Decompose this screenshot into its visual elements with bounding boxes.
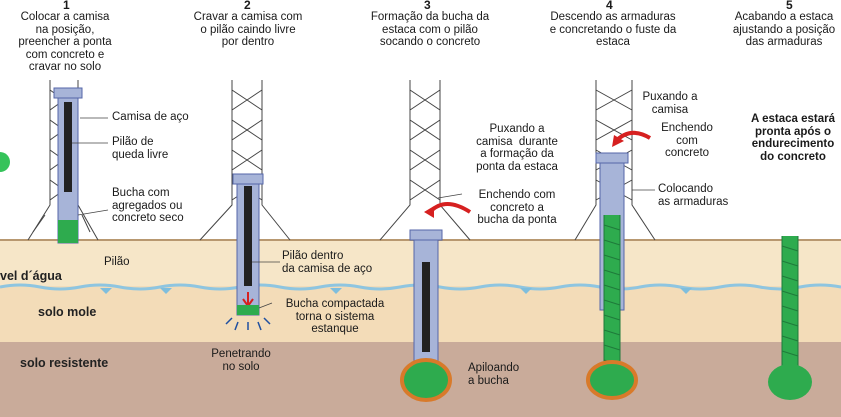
label-bucha-compactada: Bucha compactada torna o sistema estanqu…	[285, 298, 385, 335]
layer-pilao: Pilão	[104, 256, 130, 268]
step-2-number: 2	[244, 0, 251, 12]
layer-solo-resistente: solo resistente	[20, 356, 109, 370]
label-apiloando: Apiloando a bucha	[468, 362, 520, 387]
status-indicator-icon	[0, 152, 10, 172]
layer-solo-mole: solo mole	[38, 305, 97, 319]
rig-1	[27, 80, 99, 244]
step-3-number: 3	[424, 0, 431, 12]
label-enchendo-bucha: Enchendo com concreto a bucha da ponta	[477, 189, 557, 226]
layer-nivel-agua: vel d´água	[0, 269, 62, 283]
rig-2	[199, 80, 291, 331]
rig-4	[574, 80, 656, 400]
label-pilao-queda: Pilão de queda livre	[112, 136, 169, 161]
label-enchendo-concreto: Enchendo com concreto	[661, 122, 713, 159]
pile-5	[768, 236, 812, 400]
step-1-number: 1	[63, 0, 70, 12]
step-2-caption: Cravar a camisa com o pilão caindo livre…	[193, 11, 303, 48]
step-5-caption: Acabando a estaca ajustando a posição da…	[732, 11, 836, 48]
water-marks	[100, 288, 692, 294]
label-penetrando: Penetrando no solo	[211, 348, 271, 373]
label-bucha-agregados: Bucha com agregados ou concreto seco	[112, 187, 184, 224]
label-puxando-camisa: Puxando a camisa	[642, 91, 698, 116]
step-4-number: 4	[606, 0, 613, 12]
label-camisa-aco: Camisa de aço	[112, 111, 189, 123]
label-colocando-armaduras: Colocando as armaduras	[658, 183, 729, 208]
label-final-note: A estaca estará pronta após o endurecime…	[751, 113, 835, 163]
rig-3	[379, 80, 472, 402]
step-5-number: 5	[786, 0, 793, 12]
step-1-caption: Colocar a camisa na posição, preencher a…	[18, 11, 112, 73]
leader-lines	[72, 117, 655, 309]
label-puxando-camisa-formacao: Puxando a camisa durante a formação da p…	[476, 123, 558, 173]
step-4-caption: Descendo as armaduras e concretando o fu…	[549, 11, 677, 48]
step-3-caption: Formação da bucha da estaca com o pilão …	[370, 11, 490, 48]
label-pilao-dentro: Pilão dentro da camisa de aço	[282, 250, 373, 275]
